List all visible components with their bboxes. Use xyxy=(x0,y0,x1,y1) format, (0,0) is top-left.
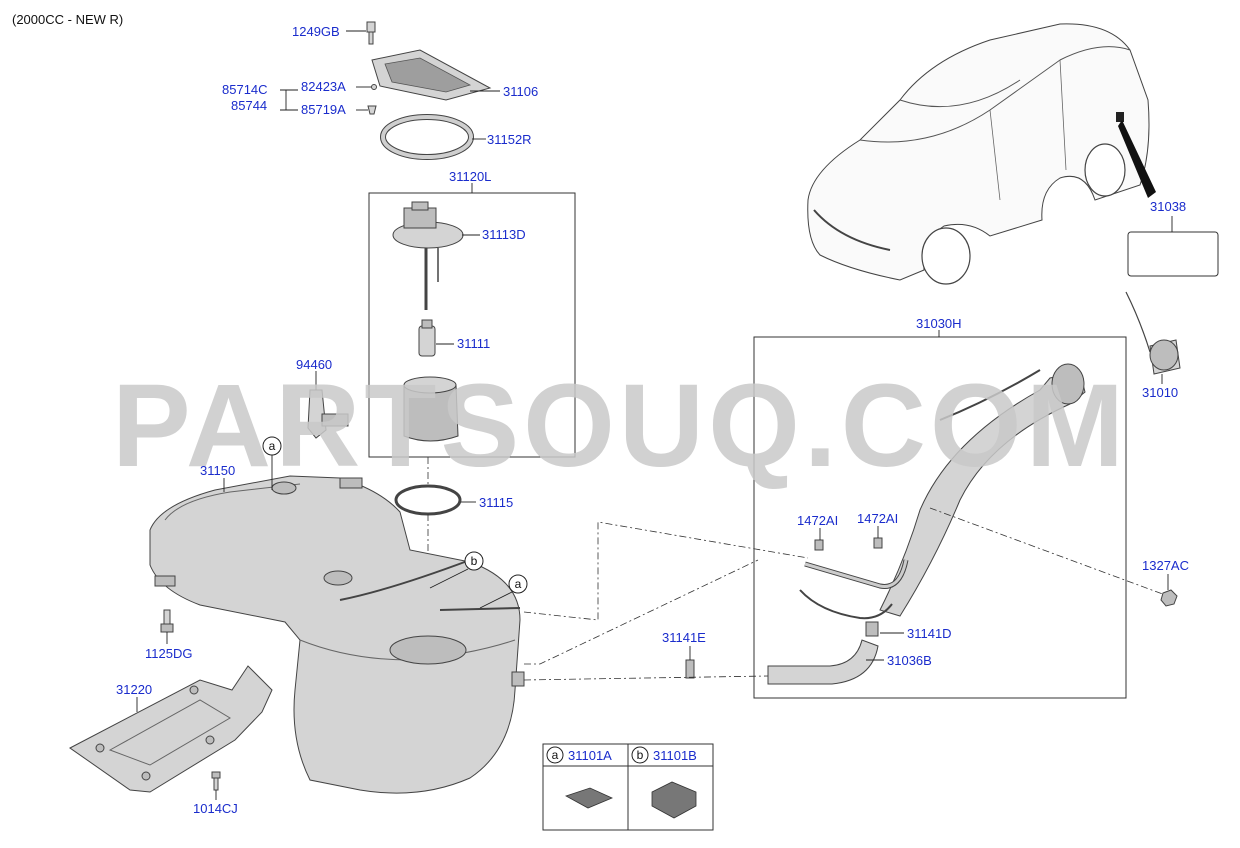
vehicle-drawing xyxy=(807,23,1156,285)
callout-31120l[interactable]: 31120L xyxy=(449,169,491,184)
pump-flange-31113d-drawing xyxy=(392,201,464,310)
callout-31111[interactable]: 31111 xyxy=(457,336,490,351)
callout-1125dg[interactable]: 1125DG xyxy=(145,646,192,661)
fuel-tank-31150-drawing xyxy=(149,475,525,794)
callout-31106[interactable]: 31106 xyxy=(503,84,538,99)
callout-31113d[interactable]: 31113D xyxy=(482,227,526,242)
clip-1472ai-a-drawing xyxy=(814,539,824,551)
callout-31030h[interactable]: 31030H xyxy=(916,316,962,331)
callout-1472ai-b[interactable]: 1472AI xyxy=(857,511,898,526)
filler-neck-box xyxy=(753,336,1127,699)
legend-a-letter: a xyxy=(552,748,559,762)
callout-31038[interactable]: 31038 xyxy=(1150,199,1186,214)
callout-94460[interactable]: 94460 xyxy=(296,357,332,372)
pump-reservoir-drawing xyxy=(403,376,459,442)
watermark: PARTSOUQ.COM xyxy=(112,360,1128,492)
bolt-1249gb-drawing xyxy=(366,21,376,45)
callout-82423a[interactable]: 82423A xyxy=(301,79,346,94)
marker-a-right-letter: a xyxy=(515,577,522,591)
ring-31152r-drawing xyxy=(380,114,474,160)
callout-31141e[interactable]: 31141E xyxy=(662,630,706,645)
fuel-cap-31010-drawing xyxy=(1125,291,1181,375)
marker-a-top-letter: a xyxy=(269,439,276,453)
cover-plate-31106-drawing xyxy=(371,49,492,101)
callout-1014cj[interactable]: 1014CJ xyxy=(193,801,238,816)
callout-31220[interactable]: 31220 xyxy=(116,682,152,697)
marker-b-letter: b xyxy=(471,554,478,568)
callout-31010[interactable]: 31010 xyxy=(1142,385,1178,400)
label-31038-box xyxy=(1127,231,1219,277)
callout-31141d[interactable]: 31141D xyxy=(907,626,952,641)
callout-1249gb[interactable]: 1249GB xyxy=(292,24,340,39)
legend-b-letter: b xyxy=(637,748,644,762)
marker-a-right[interactable] xyxy=(508,574,528,594)
clamp-31141e-drawing xyxy=(685,659,695,679)
callout-85719a[interactable]: 85719A xyxy=(301,102,346,117)
sensor-94460-drawing xyxy=(307,389,349,439)
bolt-1125dg-drawing xyxy=(160,609,174,633)
callout-31036b[interactable]: 31036B xyxy=(887,653,932,668)
callout-31150[interactable]: 31150 xyxy=(200,463,235,478)
heat-shield-31220-drawing xyxy=(69,665,273,793)
callout-85744[interactable]: 85744 xyxy=(231,98,267,113)
legend-a-part[interactable]: 31101A xyxy=(568,748,612,763)
callout-85714c[interactable]: 85714C xyxy=(222,82,268,97)
legend-b-part[interactable]: 31101B xyxy=(653,748,697,763)
bolt-1014cj-drawing xyxy=(211,771,221,791)
clamp-31141d-drawing xyxy=(865,621,879,637)
callout-31152r[interactable]: 31152R xyxy=(487,132,532,147)
callout-31115[interactable]: 31115 xyxy=(479,495,513,510)
nut-1327ac-drawing xyxy=(1160,589,1178,607)
marker-b[interactable] xyxy=(464,551,484,571)
pump-motor-31111-drawing xyxy=(418,319,436,357)
filler-neck-31030h-drawing xyxy=(799,363,1086,620)
callout-1327ac[interactable]: 1327AC xyxy=(1142,558,1189,573)
variant-title: (2000CC - NEW R) xyxy=(12,12,123,27)
clip-1472ai-b-drawing xyxy=(873,537,883,549)
legend-table xyxy=(542,743,714,831)
callout-1472ai-a[interactable]: 1472AI xyxy=(797,513,838,528)
hose-31036b-drawing xyxy=(767,639,879,685)
